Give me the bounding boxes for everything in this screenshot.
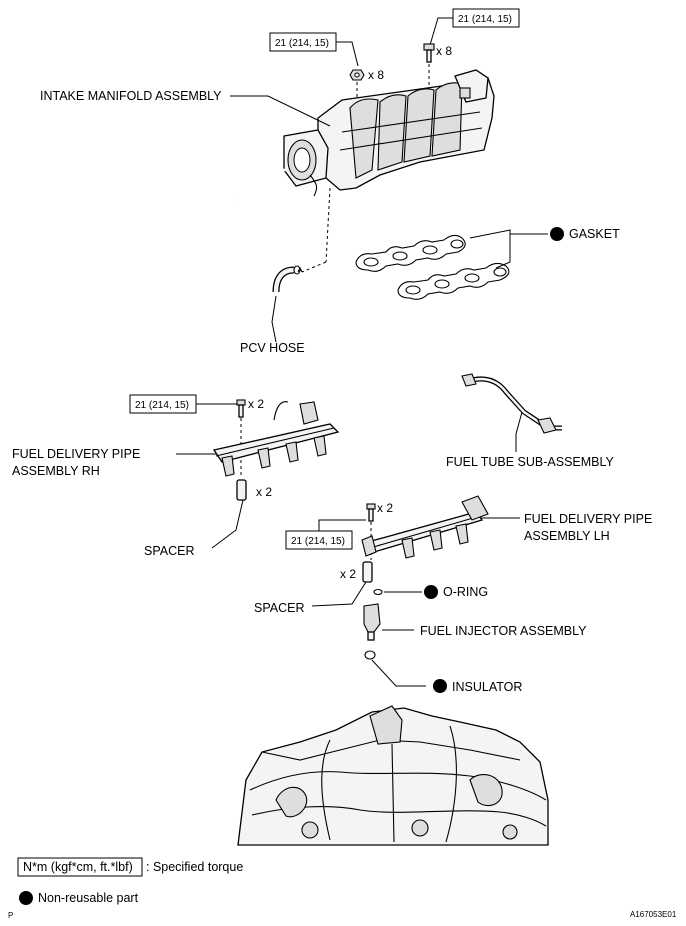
quantity-rh-bolt: x 2 [248, 397, 264, 411]
intake-manifold-drawing [234, 69, 495, 201]
pcv-hose-drawing [272, 265, 303, 293]
rh-injector-row [221, 435, 327, 477]
lh-spacer [362, 561, 373, 583]
label-spacer-rh: SPACER [144, 544, 194, 558]
figure-id: A167053E01 [630, 910, 677, 919]
torque-callout-manifold-bolt: 21 (214, 15) [429, 8, 520, 46]
gasket-drawing [355, 234, 510, 300]
label-fuel-pipe-lh-line2: ASSEMBLY LH [524, 529, 610, 543]
fuel-injector-drawing [363, 603, 381, 641]
torque-callout-manifold-nut: 21 (214, 15) [269, 32, 359, 67]
legend-torque-box: N*m (kgf*cm, ft.*lbf) [23, 860, 133, 874]
o-ring-drawing [373, 588, 383, 596]
fuel-delivery-pipe-lh-drawing [361, 495, 489, 559]
label-fuel-injector: FUEL INJECTOR ASSEMBLY [420, 624, 587, 638]
label-pcv-hose: PCV HOSE [240, 341, 305, 355]
quantity-rh-spacer: x 2 [256, 485, 272, 499]
legend-nonreusable-desc: Non-reusable part [38, 891, 139, 905]
lh-pipe-bolt [366, 503, 376, 522]
legend-torque: N*m (kgf*cm, ft.*lbf) : Specified torque [17, 857, 243, 877]
lh-injector-row [401, 523, 469, 559]
fuel-tube-drawing [461, 373, 562, 434]
label-fuel-pipe-rh-line2: ASSEMBLY RH [12, 464, 100, 478]
quantity-manifold-bolt: x 8 [436, 44, 452, 58]
torque-value: 21 (214, 15) [458, 14, 512, 25]
torque-callout-rh-pipe: 21 (214, 15) [129, 394, 238, 414]
legend-non-reusable: Non-reusable part [19, 891, 139, 905]
manifold-nut [349, 69, 365, 81]
engine-block-drawing [237, 705, 549, 846]
quantity-lh-spacer: x 2 [340, 567, 356, 581]
rh-spacer [236, 479, 247, 501]
non-reusable-marker-o-ring [424, 585, 438, 599]
label-fuel-pipe-lh-line1: FUEL DELIVERY PIPE [524, 512, 652, 526]
legend-torque-desc: : Specified torque [146, 860, 243, 874]
label-o-ring: O-RING [443, 585, 488, 599]
label-fuel-tube: FUEL TUBE SUB-ASSEMBLY [446, 455, 615, 469]
manifold-bolt [423, 43, 435, 63]
torque-value: 21 (214, 15) [135, 400, 189, 411]
insulator-drawing [364, 650, 376, 660]
footer-left-code: P [8, 911, 13, 920]
label-intake-manifold: INTAKE MANIFOLD ASSEMBLY [40, 89, 222, 103]
torque-value: 21 (214, 15) [275, 38, 329, 49]
label-gasket: GASKET [569, 227, 620, 241]
non-reusable-marker-insulator [433, 679, 447, 693]
label-insulator: INSULATOR [452, 680, 522, 694]
torque-value: 21 (214, 15) [291, 536, 345, 547]
rh-pipe-bolt [236, 399, 246, 418]
quantity-manifold-nut: x 8 [368, 68, 384, 82]
non-reusable-marker-legend [19, 891, 33, 905]
label-fuel-pipe-rh-line1: FUEL DELIVERY PIPE [12, 447, 140, 461]
fuel-delivery-pipe-rh-drawing [212, 401, 340, 477]
torque-callout-lh-pipe: 21 (214, 15) [285, 519, 366, 550]
quantity-lh-bolt: x 2 [377, 501, 393, 515]
non-reusable-marker-gasket [550, 227, 564, 241]
label-spacer-lh: SPACER [254, 601, 304, 615]
